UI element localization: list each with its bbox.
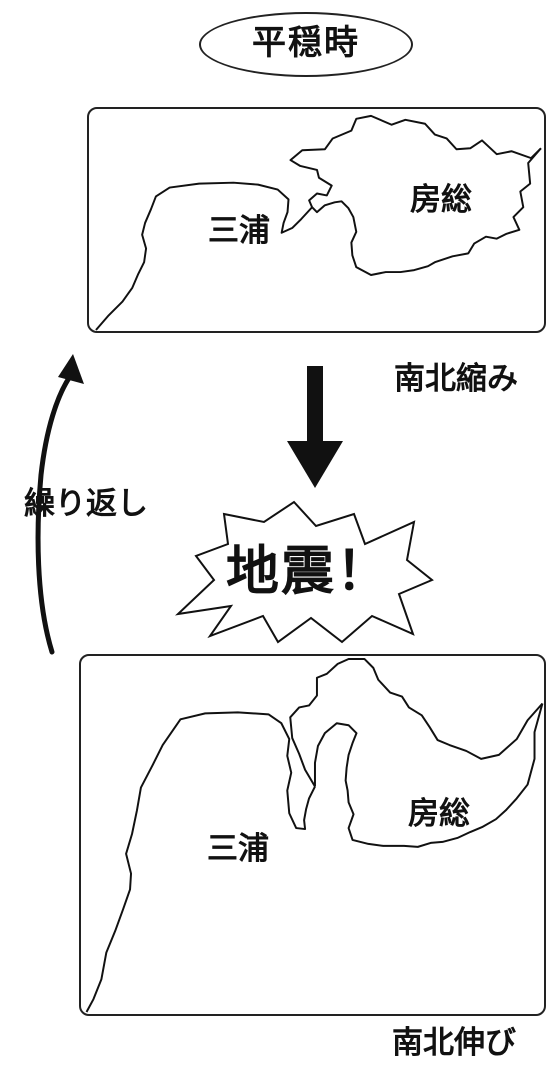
earthquake-label: 地震！ [226,541,391,602]
top-miura-coastline [95,181,313,331]
title-text: 平穏時 [252,23,360,63]
bottom-boso-coastline [289,657,544,788]
bottom-panel: 三浦 房総 [79,654,546,1016]
top-panel-caption: 南北縮み [394,361,518,397]
title-oval: 平穏時 [199,12,413,77]
bottom-miura-coastline [85,711,316,1013]
top-boso-label: 房総 [410,182,472,218]
down-arrow [287,366,343,488]
top-panel: 三浦 房総 [87,107,546,333]
bottom-panel-caption: 南北伸び [392,1025,516,1061]
repeat-label: 繰り返し [24,486,148,522]
bottom-coastline-map [85,657,544,1013]
bottom-boso-label: 房総 [408,796,470,832]
bottom-miura-label: 三浦 [207,831,269,867]
bottom-boso-south-coastline [313,703,544,848]
top-boso-coastline [289,114,542,208]
earthquake-burst [174,500,434,644]
top-miura-label: 三浦 [208,213,270,249]
repeat-arrow [35,354,84,655]
top-coastline-map [95,114,542,331]
top-boso-south-coastline [311,147,542,276]
